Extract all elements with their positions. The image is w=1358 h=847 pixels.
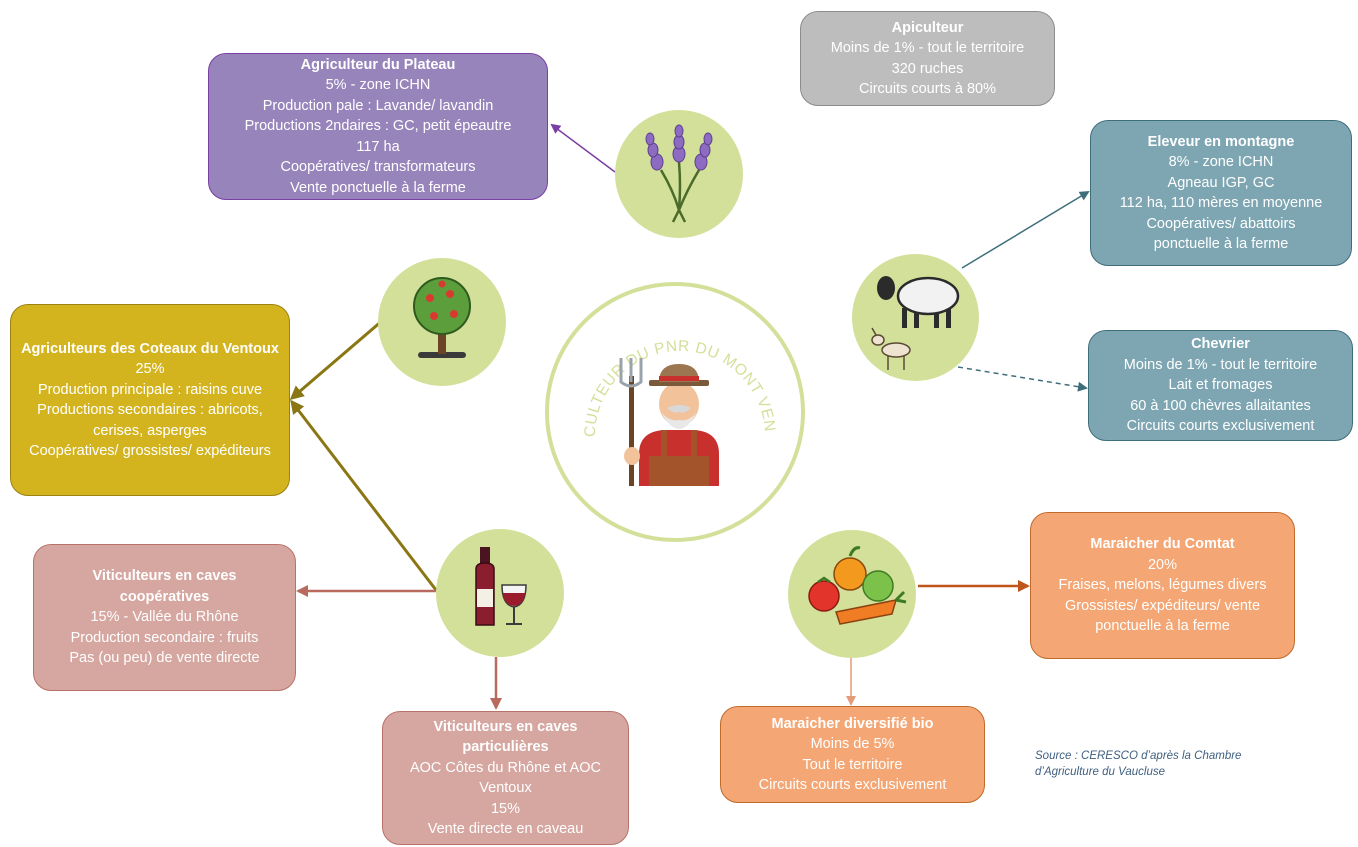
card-viticulteurs-particulieres: Viticulteurs en caves particulières AOC … <box>382 711 629 845</box>
card-line: Moins de 5% <box>810 736 895 752</box>
card-line: Grossistes/ expéditeurs/ vente ponctuell… <box>1064 597 1261 635</box>
card-line: Production pale : Lavande/ lavandin <box>262 97 494 114</box>
card-line: Circuits courts exclusivement <box>1126 418 1315 435</box>
card-apiculteur: Apiculteur Moins de 1% - tout le territo… <box>800 11 1055 106</box>
card-line: 15% - Vallée du Rhône <box>90 609 239 626</box>
card-line: Productions 2ndaires : GC, petit épeautr… <box>244 118 512 135</box>
card-line: 5% - zone ICHN <box>325 77 431 94</box>
veg-node <box>788 530 916 658</box>
card-line: Moins de 1% - tout le territoire <box>830 40 1025 56</box>
sheep-goat-icon <box>871 276 960 370</box>
card-viticulteurs-cooperatives: Viticulteurs en caves coopératives 15% -… <box>33 544 296 691</box>
card-chevrier: Chevrier Moins de 1% - tout le territoir… <box>1088 330 1353 441</box>
wine-node <box>436 529 564 657</box>
card-line: Coopératives/ abattoirs <box>1146 215 1296 232</box>
card-line: 112 ha, 110 mères en moyenne <box>1119 195 1323 211</box>
lavender-node <box>615 110 743 238</box>
card-line: Circuits courts exclusivement <box>758 777 947 793</box>
card-line: 15% <box>490 800 521 817</box>
card-title: Maraicher diversifié bio <box>771 715 934 732</box>
card-title: Maraicher du Comtat <box>1090 536 1235 553</box>
center-svg: AGRICULTEUR DU PNR DU MONT VENTOUX <box>549 286 777 486</box>
card-line: Moins de 1% - tout le territoire <box>1123 356 1318 373</box>
card-title: Eleveur en montagne <box>1147 133 1295 150</box>
card-title: Agriculteur du Plateau <box>300 56 456 73</box>
lavender-icon <box>645 124 713 223</box>
card-line: Pas (ou peu) de vente directe <box>69 650 260 667</box>
card-line: ponctuelle à la ferme <box>1153 236 1289 252</box>
card-line: 20% <box>1147 556 1178 573</box>
card-line: Production principale : raisins cuve <box>37 381 263 398</box>
card-line: Circuits courts à 80% <box>859 81 996 97</box>
farmer-icon <box>619 358 719 486</box>
card-line: Productions secondaires : abricots, ceri… <box>37 402 263 439</box>
card-maraicher-comtat: Maraicher du Comtat 20% Fraises, melons,… <box>1030 512 1295 659</box>
card-line: 117 ha <box>356 138 400 155</box>
card-line: Coopératives/ transformateurs <box>280 159 476 176</box>
card-agriculteur-plateau: Agriculteur du Plateau 5% - zone ICHN Pr… <box>208 53 548 200</box>
card-maraicher-bio: Maraicher diversifié bio Moins de 5% Tou… <box>720 706 985 803</box>
card-line: 8% - zone ICHN <box>1168 154 1274 170</box>
card-title: Chevrier <box>1191 336 1250 353</box>
vegetables-icon <box>808 546 907 625</box>
card-title: Viticulteurs en caves coopératives <box>92 568 237 605</box>
arrow-tree-to-coteaux <box>289 318 384 400</box>
tree-node <box>378 258 506 386</box>
card-line: Agneau IGP, GC <box>1167 174 1275 191</box>
card-title: Viticulteurs en caves particulières <box>433 718 578 756</box>
fruit-tree-icon <box>413 277 471 358</box>
arrow-lavender-to-plateau <box>550 123 616 173</box>
sheep-node <box>852 254 979 381</box>
center-hub: AGRICULTEUR DU PNR DU MONT VENTOUX <box>545 282 805 542</box>
card-line: Production secondaire : fruits <box>70 629 259 646</box>
card-line: Coopératives/ grossistes/ expéditeurs <box>29 443 271 459</box>
card-title: Apiculteur <box>891 19 964 36</box>
card-line: Vente directe en caveau <box>427 821 584 837</box>
wine-bottle-glass-icon <box>475 547 527 626</box>
card-title: Agriculteurs des Coteaux du Ventoux <box>21 340 279 357</box>
arrow-wine-to-coteaux <box>290 399 438 591</box>
card-line: 25% <box>135 361 165 377</box>
card-line: Vente ponctuelle à la ferme <box>290 179 466 196</box>
card-line: AOC Côtes du Rhône et AOC Ventoux <box>409 759 601 797</box>
card-line: 60 à 100 chèvres allaitantes <box>1130 397 1311 414</box>
card-line: Fraises, melons, légumes divers <box>1058 577 1267 594</box>
card-line: Tout le territoire <box>802 756 903 773</box>
arrow-sheep-to-eleveur <box>961 190 1090 269</box>
source-note: Source : CERESCO d’après la Chambre d’Ag… <box>1035 750 1242 778</box>
card-line: Lait et fromages <box>1168 377 1273 394</box>
card-agriculteurs-coteaux: Agriculteurs des Coteaux du Ventoux 25% … <box>10 304 290 496</box>
card-line: 320 ruches <box>891 60 964 77</box>
arrow-sheep-to-chevrier <box>957 366 1088 392</box>
card-eleveur-montagne: Eleveur en montagne 8% - zone ICHN Agnea… <box>1090 120 1352 266</box>
